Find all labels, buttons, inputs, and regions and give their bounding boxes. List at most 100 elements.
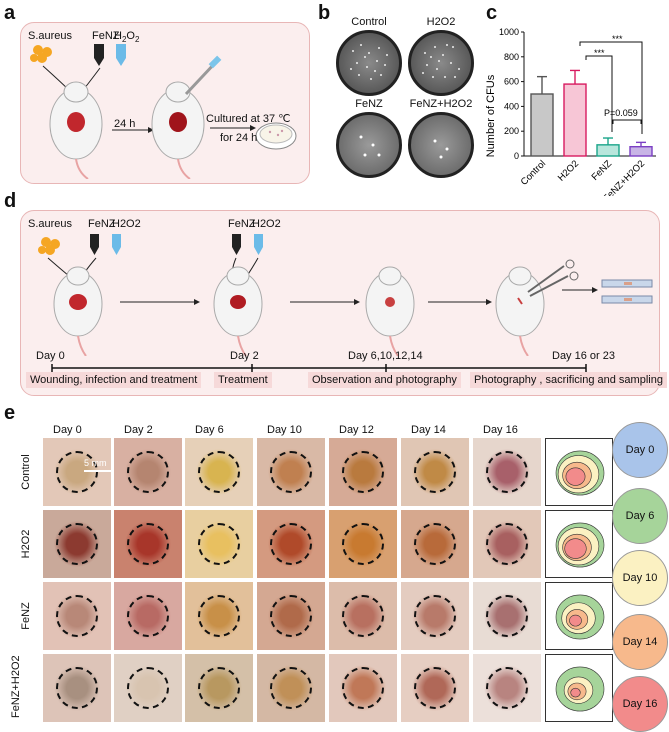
- d-h2o2-label: H2O2: [112, 218, 141, 230]
- wound-outline: [270, 523, 312, 565]
- bar-2: [596, 144, 620, 157]
- wound-outline: [486, 451, 528, 493]
- x-tick-label-2: FeNZ: [590, 158, 615, 183]
- wound-outline: [56, 523, 98, 565]
- contour-overlay-r0: [545, 438, 613, 506]
- panel-a-illustration: [30, 44, 297, 179]
- wound-outline: [127, 595, 169, 637]
- h2o2-tube-icon: [254, 234, 263, 247]
- wound-photo-r3-c1: [114, 654, 182, 722]
- y-tick-label: 1000: [499, 27, 519, 37]
- timeline-day-16: Day 16 or 23: [552, 350, 615, 362]
- bacteria-label: S.aureus: [28, 30, 73, 42]
- wound-outline: [56, 667, 98, 709]
- panel-label-c: c: [486, 2, 498, 24]
- timeline-day-0: Day 0: [36, 350, 65, 362]
- wound-photo-r3-c6: [473, 654, 541, 722]
- wound-outline: [56, 595, 98, 637]
- wound-outline: [270, 451, 312, 493]
- wound-outline: [270, 667, 312, 709]
- wound-photo-r0-c3: [257, 438, 325, 506]
- panel-label-e: e: [4, 402, 16, 424]
- y-tick-label: 200: [504, 126, 519, 136]
- wound-outline: [342, 451, 384, 493]
- y-tick-label: 800: [504, 52, 519, 62]
- wound-outline: [486, 595, 528, 637]
- h2o2-tube-icon: [116, 44, 126, 58]
- fenz-tube-icon: [90, 234, 99, 247]
- wound-outline: [414, 667, 456, 709]
- scale-bar: [84, 470, 112, 472]
- wound-photo-r0-c2: [185, 438, 253, 506]
- col-header-6: Day 16: [483, 424, 518, 436]
- scale-bar-label: 5 mm: [84, 458, 107, 468]
- wound-photo-r2-c3: [257, 582, 325, 650]
- panel-d-frame: [20, 210, 660, 396]
- panel-label-a: a: [4, 2, 16, 24]
- y-tick-label: 600: [504, 77, 519, 87]
- d-bacteria-label: S.aureus: [28, 218, 73, 230]
- x-tick-label-0: Control: [519, 158, 548, 187]
- mouse-icon: [49, 81, 103, 179]
- petri-dish-icon: [255, 122, 297, 150]
- chart-ylabel: Number of CFUs: [486, 74, 497, 157]
- culture-line1: Cultured at 37 ℃: [206, 113, 291, 125]
- mouse-icon: [213, 266, 263, 356]
- sig-bracket-1: [579, 41, 643, 134]
- wound-outline: [342, 523, 384, 565]
- contour-day-4: [564, 538, 587, 559]
- wound-photo-r1-c2: [185, 510, 253, 578]
- bacteria-icon: [38, 237, 60, 255]
- wound-outline: [198, 523, 240, 565]
- contour-day-4: [570, 687, 581, 698]
- event-tag-0: Wounding, infection and treatment: [26, 372, 202, 388]
- time-label: 24 h: [114, 118, 136, 130]
- wound-outline: [198, 595, 240, 637]
- dish-label-h2o2: H2O2: [426, 16, 456, 28]
- y-tick-label: 400: [504, 101, 519, 111]
- col-header-3: Day 10: [267, 424, 302, 436]
- wound-outline: [342, 595, 384, 637]
- bar-1: [563, 83, 587, 157]
- wound-photo-r3-c4: [329, 654, 397, 722]
- y-tick-label: 0: [514, 151, 519, 161]
- col-header-0: Day 0: [53, 424, 82, 436]
- wound-outline: [414, 595, 456, 637]
- dish-label-fenz: FeNZ: [355, 98, 383, 110]
- wound-outline: [270, 595, 312, 637]
- wound-photo-r3-c3: [257, 654, 325, 722]
- wound-photo-r1-c0: [43, 510, 111, 578]
- wound-photo-r1-c1: [114, 510, 182, 578]
- col-header-1: Day 2: [124, 424, 153, 436]
- wound-outline: [127, 451, 169, 493]
- legend-item-2: Day 10: [612, 550, 668, 606]
- wound-outline: [486, 667, 528, 709]
- panel-d-illustration: [38, 234, 653, 356]
- timeline-day-2: Day 2: [230, 350, 259, 362]
- x-tick-label-1: H2O2: [556, 158, 581, 183]
- wound-photo-r0-c4: [329, 438, 397, 506]
- sig-bracket-2: [585, 55, 613, 132]
- contour-overlay-r2: [545, 582, 613, 650]
- wound-outline: [127, 667, 169, 709]
- legend-item-4: Day 16: [612, 676, 668, 732]
- cfu-chart: Number of CFUs 0 200 400 600 800 1000 Control…: [486, 27, 656, 196]
- wound-photo-r1-c5: [401, 510, 469, 578]
- d-h2o2-label-2: H2O2: [252, 218, 281, 230]
- wound-outline: [198, 667, 240, 709]
- contour-overlay-r3: [545, 654, 613, 722]
- panel-label-d: d: [4, 190, 17, 212]
- contour-overlay-r1: [545, 510, 613, 578]
- wound-photo-r2-c2: [185, 582, 253, 650]
- wound-outline: [198, 451, 240, 493]
- dish-control: [336, 30, 402, 96]
- legend-item-1: Day 6: [612, 488, 668, 544]
- fenz-tube-icon: [232, 234, 241, 247]
- wound-outline: [414, 451, 456, 493]
- event-tag-1: Treatment: [214, 372, 272, 388]
- mouse-icon: [495, 266, 545, 356]
- row-label-1: H2O2: [20, 529, 32, 559]
- panel-label-b: b: [318, 2, 331, 24]
- culture-line2: for 24 h: [220, 132, 258, 144]
- dish-fenz-h2o2: [408, 112, 474, 178]
